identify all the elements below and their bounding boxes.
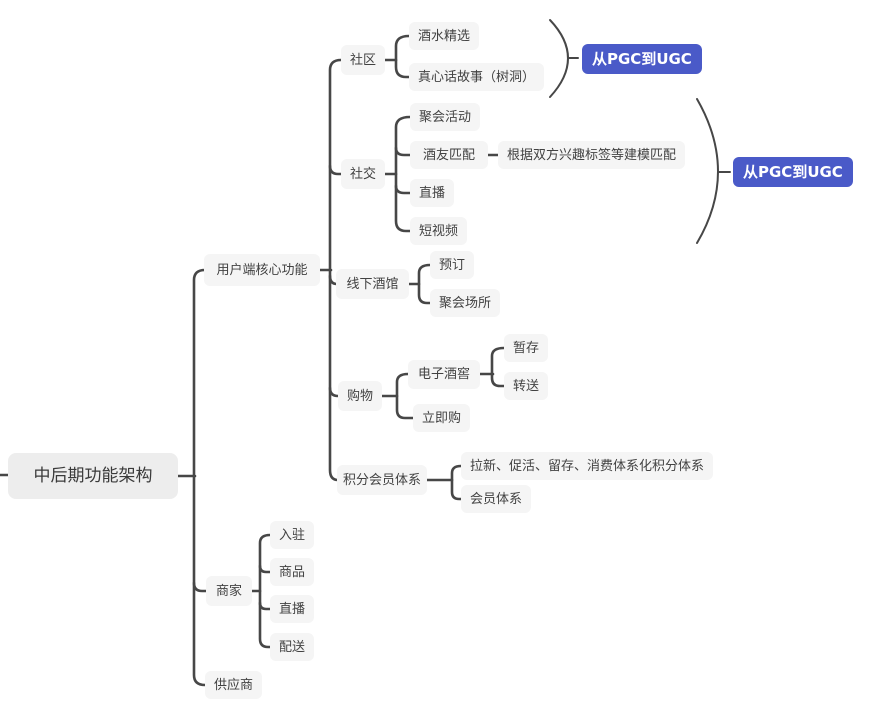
node-party-venue[interactable]: 聚会场所	[430, 289, 501, 317]
node-temp-store[interactable]: 暂存	[504, 334, 549, 362]
summary-brace-social	[696, 98, 719, 244]
node-points-note[interactable]: 拉新、促活、留存、消费体系化积分体系	[461, 452, 714, 480]
node-merchant-goods[interactable]: 商品	[270, 558, 315, 586]
summary-braces	[549, 19, 731, 244]
node-buy-now[interactable]: 立即购	[413, 404, 471, 432]
node-e-cellar[interactable]: 电子酒窖	[408, 360, 480, 389]
node-merchant-enter[interactable]: 入驻	[270, 521, 315, 549]
node-party-activity[interactable]: 聚会活动	[410, 103, 481, 131]
bracket-cellar-children	[490, 346, 506, 388]
node-merchant-live[interactable]: 直播	[270, 595, 315, 623]
bracket-points-children	[450, 464, 463, 501]
bracket-merchant-children	[258, 533, 272, 649]
node-user-core[interactable]: 用户端核心功能	[204, 254, 320, 286]
node-short-video[interactable]: 短视频	[410, 217, 468, 245]
node-root[interactable]: 中后期功能架构	[8, 453, 178, 499]
node-truth-story[interactable]: 真心话故事（树洞）	[409, 63, 545, 91]
spine-user-children	[328, 58, 343, 482]
branch-connectors	[0, 34, 506, 687]
node-match-note[interactable]: 根据双方兴趣标签等建模匹配	[498, 141, 686, 169]
node-community[interactable]: 社区	[341, 45, 385, 75]
node-merchant[interactable]: 商家	[206, 576, 252, 606]
node-social[interactable]: 社交	[341, 159, 385, 189]
node-friend-match[interactable]: 酒友匹配	[410, 141, 488, 169]
edge-to-social	[328, 164, 343, 176]
edge-to-merchant	[192, 581, 209, 593]
node-transfer[interactable]: 转送	[504, 372, 549, 400]
node-points-system[interactable]: 积分会员体系	[337, 465, 427, 495]
edge-to-goods	[258, 564, 272, 574]
summary-pgc-ugc-social[interactable]: 从PGC到UGC	[733, 157, 853, 187]
bracket-social-children	[394, 115, 412, 233]
edge-to-tavern	[328, 274, 339, 286]
spine-root-children	[192, 268, 207, 687]
node-supplier[interactable]: 供应商	[205, 671, 263, 699]
node-tavern[interactable]: 线下酒馆	[336, 269, 409, 299]
node-live-stream[interactable]: 直播	[410, 179, 455, 207]
bracket-shopping-children	[395, 372, 415, 420]
edge-to-merchant-live	[258, 601, 272, 611]
node-member-system[interactable]: 会员体系	[461, 485, 532, 513]
edge-to-friend-match	[394, 146, 412, 157]
node-shopping[interactable]: 购物	[338, 381, 382, 411]
node-wine-selection[interactable]: 酒水精选	[409, 22, 480, 50]
summary-brace-community	[549, 19, 569, 98]
edge-to-shopping	[328, 386, 340, 398]
node-booking[interactable]: 预订	[430, 251, 475, 279]
edge-to-live	[394, 184, 412, 195]
bracket-community-children	[394, 34, 411, 79]
node-merchant-delivery[interactable]: 配送	[270, 633, 315, 661]
summary-pgc-ugc-community[interactable]: 从PGC到UGC	[582, 44, 702, 74]
bracket-tavern-children	[417, 263, 432, 305]
